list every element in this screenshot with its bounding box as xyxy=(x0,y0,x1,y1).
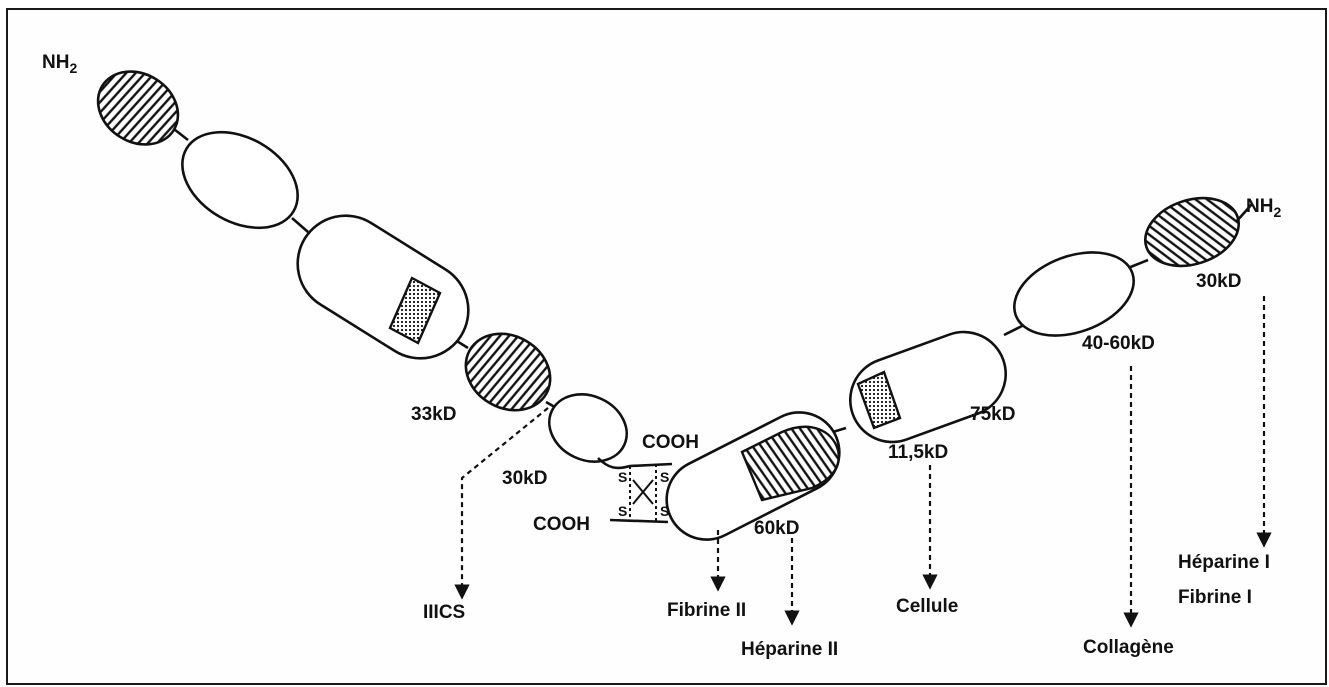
left-cooh-label: COOH xyxy=(642,432,699,453)
right-domain-75kd xyxy=(838,320,1017,454)
right-linker-3 xyxy=(1128,260,1148,268)
right-domain-n-terminal xyxy=(1136,187,1247,278)
fragment-60kd: 60kD xyxy=(754,518,799,539)
disulfide-bridge xyxy=(630,464,656,522)
left-domain-5 xyxy=(538,382,638,474)
left-domain-2 xyxy=(165,113,314,248)
left-chain xyxy=(84,57,672,474)
fragment-33kd: 33kD xyxy=(411,404,456,425)
left-nh2-label: NH2 xyxy=(42,52,77,76)
right-domain-60kd xyxy=(653,399,853,554)
site-heparine1: Héparine I xyxy=(1178,552,1270,573)
right-nh2-label: NH2 xyxy=(1246,196,1281,220)
fragment-30kd-left: 30kD xyxy=(502,468,547,489)
disulfide-s-2: S xyxy=(660,469,669,485)
right-cooh-label: COOH xyxy=(533,514,590,535)
right-linker-2 xyxy=(1004,326,1022,335)
disulfide-s-1: S xyxy=(618,469,627,485)
left-linker-2 xyxy=(292,218,308,232)
fragment-75kd: 75kD xyxy=(970,404,1015,425)
fragment-11-5kd: 11,5kD xyxy=(888,442,948,463)
left-domain-n-terminal xyxy=(84,57,191,159)
fragment-30kd-right: 30kD xyxy=(1196,271,1241,292)
site-heparine2: Héparine II xyxy=(741,639,838,660)
left-domain-3 xyxy=(280,198,487,377)
fragment-40-60kd: 40-60kD xyxy=(1082,333,1155,354)
site-fibrine2: Fibrine II xyxy=(667,600,746,621)
site-cellule: Cellule xyxy=(896,596,958,617)
site-collagene: Collagène xyxy=(1083,637,1174,658)
right-chain xyxy=(610,187,1252,554)
site-fibrine1: Fibrine I xyxy=(1178,587,1252,608)
right-c-tail xyxy=(610,520,668,522)
disulfide-s-3: S xyxy=(618,503,627,519)
disulfide-s-4: S xyxy=(660,503,669,519)
arrow-iiics xyxy=(462,408,548,592)
site-iiics: IIICS xyxy=(423,602,465,623)
